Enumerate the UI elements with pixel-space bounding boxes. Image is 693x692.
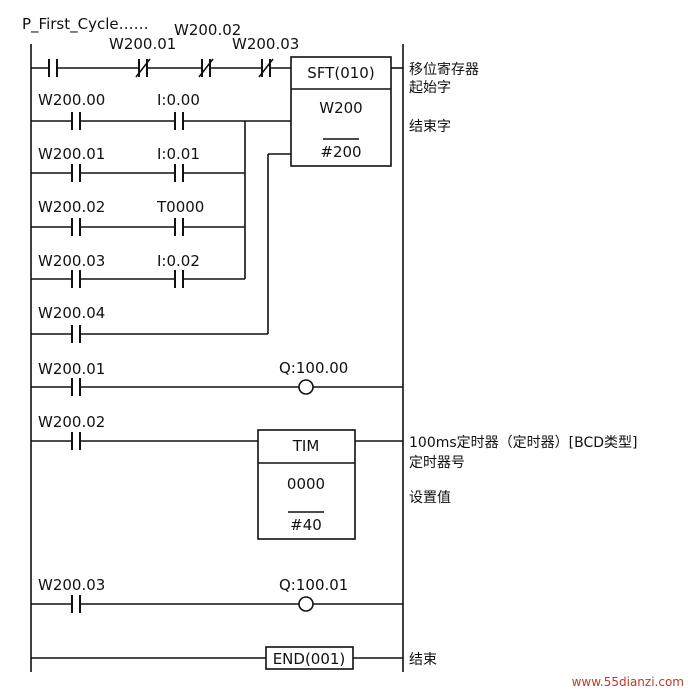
sft-start-word: W200 bbox=[319, 99, 362, 117]
sft-title: SFT(010) bbox=[307, 64, 374, 82]
rung4-contact-label: W200.03 bbox=[38, 576, 105, 594]
end-label: END(001) bbox=[273, 650, 346, 668]
coil-q100-00 bbox=[298, 379, 314, 395]
watermark-text: www.55dianzi.com bbox=[572, 675, 684, 689]
input-1-b-label: I:0.00 bbox=[157, 91, 200, 109]
input-3-a-label: W200.02 bbox=[38, 198, 105, 216]
rung4-coil-label: Q:100.01 bbox=[279, 576, 348, 594]
input-2-b-label: I:0.01 bbox=[157, 145, 200, 163]
sft-block: SFT(010) W200 #200 bbox=[290, 56, 392, 167]
tim-note-setting: 设置值 bbox=[409, 490, 451, 506]
rung-2: W200.01 Q:100.00 bbox=[31, 359, 403, 396]
tim-block: TIM 0000 #40 bbox=[257, 429, 356, 540]
tim-note-type: 100ms定时器（定时器）[BCD类型] bbox=[409, 435, 638, 451]
rung-5: END(001) 结束 bbox=[31, 646, 437, 670]
rung-4: W200.03 Q:100.01 bbox=[31, 576, 403, 613]
input-row-4: W200.03 I:0.02 bbox=[31, 252, 245, 288]
first-cycle-label: P_First_Cycle…… bbox=[22, 15, 149, 34]
coil-q100-01 bbox=[298, 596, 314, 612]
input-1-a-label: W200.00 bbox=[38, 91, 105, 109]
sft-note-start-2: 起始字 bbox=[409, 80, 451, 96]
nc-label-3: W200.03 bbox=[232, 35, 299, 53]
input-row-5: W200.04 bbox=[31, 153, 291, 343]
tim-note-number: 定时器号 bbox=[409, 455, 465, 471]
tim-title: TIM bbox=[292, 437, 320, 455]
input-row-1: W200.00 I:0.00 bbox=[31, 91, 291, 130]
rung2-contact-label: W200.01 bbox=[38, 360, 105, 378]
end-note: 结束 bbox=[409, 652, 437, 668]
sft-end-word: #200 bbox=[320, 143, 361, 161]
input-5-a-label: W200.04 bbox=[38, 304, 105, 322]
input-3-b-label: T0000 bbox=[156, 198, 204, 216]
input-row-2: W200.01 I:0.01 bbox=[31, 145, 245, 182]
rung3-contact-label: W200.02 bbox=[38, 413, 105, 431]
sft-note-start-1: 移位寄存器 bbox=[409, 61, 479, 78]
tim-setting: #40 bbox=[290, 516, 322, 534]
input-row-3: W200.02 T0000 bbox=[31, 198, 245, 236]
tim-number: 0000 bbox=[287, 475, 325, 493]
input-2-a-label: W200.01 bbox=[38, 145, 105, 163]
input-4-a-label: W200.03 bbox=[38, 252, 105, 270]
sft-note-end: 结束字 bbox=[409, 119, 451, 135]
nc-label-1: W200.01 bbox=[109, 35, 176, 53]
rung2-coil-label: Q:100.00 bbox=[279, 359, 348, 377]
nc-label-2: W200.02 bbox=[174, 21, 241, 39]
input-4-b-label: I:0.02 bbox=[157, 252, 200, 270]
rung-3: W200.02 TIM 0000 #40 100ms定时器（定时器）[BCD类型… bbox=[31, 413, 638, 540]
first-cycle-contact bbox=[48, 59, 58, 77]
